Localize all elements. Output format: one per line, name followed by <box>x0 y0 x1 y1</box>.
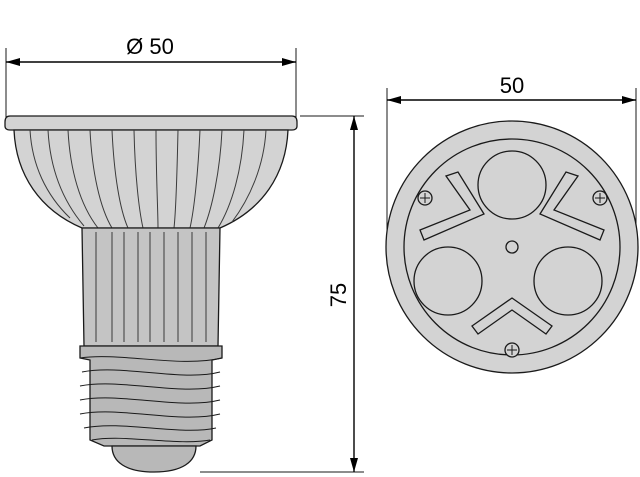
led-lens-left <box>413 246 483 316</box>
chevron-right <box>539 171 605 241</box>
screw-icon <box>592 190 608 206</box>
screw-icon <box>417 190 433 206</box>
lamp-neck <box>81 227 221 347</box>
side-view: Ø 50 <box>4 34 298 473</box>
front-width-label: 50 <box>500 73 524 98</box>
led-lens-top <box>477 150 547 220</box>
screw-threads <box>79 356 223 443</box>
height-dimension: 75 <box>200 115 364 473</box>
chevron-left <box>419 171 485 241</box>
front-view: 50 <box>385 73 639 374</box>
reflector-rim <box>4 115 298 131</box>
side-width-label: Ø 50 <box>126 34 174 59</box>
neck-ribs <box>95 232 207 342</box>
base-contact-tip <box>111 445 197 473</box>
chevron-bottom <box>471 297 553 335</box>
side-width-dimension: Ø 50 <box>5 34 297 118</box>
reflector-body <box>13 129 289 229</box>
screw-base <box>79 345 223 447</box>
front-width-dimension: 50 <box>386 73 637 230</box>
center-dot <box>505 240 519 254</box>
led-lens-right <box>533 246 603 316</box>
height-label: 75 <box>326 283 351 307</box>
reflector-fins <box>29 129 267 229</box>
screw-icon <box>504 342 520 358</box>
